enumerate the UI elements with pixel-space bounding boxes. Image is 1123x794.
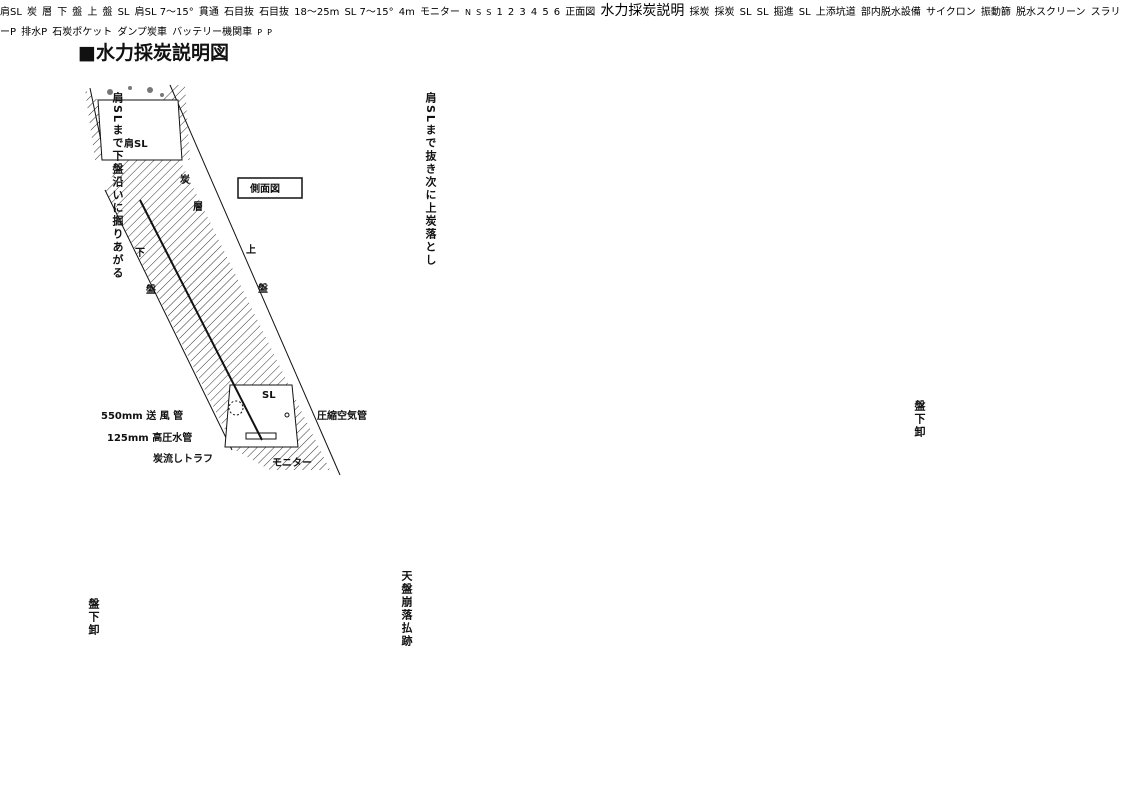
seam-label-1: 炭 xyxy=(180,173,190,186)
front-top-drift-label: 肩SL 7〜15° xyxy=(134,7,194,18)
incline-label-flow: 盤下卸 xyxy=(913,400,926,439)
footwall-label-1: 下 xyxy=(135,247,145,259)
footwall-label-r1: 下 xyxy=(57,7,68,18)
front-view-label: 正面図 xyxy=(565,7,596,18)
dewatering-title: 部内脱水設備 xyxy=(860,7,921,18)
south-label-top: S xyxy=(476,8,482,17)
mining-right-label: 採炭 xyxy=(714,7,735,18)
slice-6: 6 xyxy=(553,7,561,18)
high-pressure-pipe-label: 125mm 高圧水管 xyxy=(107,431,192,444)
dewatering-screen-label: 脱水スクリーン xyxy=(1015,7,1086,18)
crosscut-top-label: 石目抜 xyxy=(223,7,254,18)
slice-5: 5 xyxy=(542,7,549,18)
hangingwall-label-r1: 上 xyxy=(87,7,98,18)
incline-label-front: 盤下卸 xyxy=(87,598,100,637)
locomotive-label: バッテリー機関車 xyxy=(172,27,253,38)
note-right-vertical: 肩SLまで抜き次に上炭落とし xyxy=(424,92,437,267)
seam-label-r1: 炭 xyxy=(27,7,38,18)
sl-right-label: SL xyxy=(756,7,769,18)
south-label-bottom: S xyxy=(486,8,492,17)
compressed-air-pipe-label: 圧縮空気管 xyxy=(317,409,367,422)
monitor-label-side: モニター xyxy=(272,457,312,469)
sl-left-label: SL xyxy=(739,7,752,18)
footwall-label-2: 盤 xyxy=(145,283,157,296)
breakthrough-label: 貫通 xyxy=(198,7,219,18)
footwall-label-r2: 盤 xyxy=(72,7,83,18)
hangingwall-label-2: 盤 xyxy=(257,282,269,295)
slice-2: 2 xyxy=(507,7,515,18)
flow-title: 水力採炭説明 xyxy=(600,3,685,19)
side-view-label: 側面図 xyxy=(249,182,280,195)
hangingwall-label-1: 上 xyxy=(246,243,256,256)
sl-dev-label: SL xyxy=(798,7,811,18)
note-left-vertical: 肩SLまで下盤沿いに掘りあがる xyxy=(111,92,124,280)
drain-pump-symbol: P xyxy=(267,28,272,37)
collapse-label: 天盤崩落払跡 xyxy=(400,570,413,648)
ventilation-pipe-label: 550mm 送 風 管 xyxy=(101,409,183,422)
height-label: 18〜25m xyxy=(294,7,340,18)
mining-left-label: 採炭 xyxy=(689,7,710,18)
seam-label-2: 層 xyxy=(193,201,203,213)
trough-label: 炭流しトラフ xyxy=(153,452,213,465)
monitor-label-front: モニター xyxy=(419,7,460,18)
slurry-pump-symbol: P xyxy=(257,28,263,37)
side-view-label-box xyxy=(237,177,303,199)
page-title: ■水力採炭説明図 xyxy=(78,42,229,64)
vibrating-screen-label: 振動篩 xyxy=(980,7,1011,18)
slurry-pump-label: スラリーP xyxy=(0,7,1121,38)
top-drift-label-right: 肩SL xyxy=(0,7,22,18)
drain-pump-label: 排水P xyxy=(21,27,48,38)
bottom-drift-label-front: SL 7〜15° xyxy=(344,7,394,18)
coal-pocket-label: 石炭ポケット xyxy=(52,27,113,38)
seam-label-r2: 層 xyxy=(42,7,53,18)
front-view-label-box: 正面図 水力採炭説明 採炭 採炭 SL SL 掘進 xyxy=(0,0,1121,648)
crosscut-bottom-label: 石目抜 xyxy=(259,7,290,18)
bottom-drift-label-left: SL xyxy=(262,390,276,401)
upper-gallery-label: 上添坑道 xyxy=(815,7,856,18)
slice-3: 3 xyxy=(519,7,526,18)
development-label: 掘進 xyxy=(773,7,794,18)
top-drift-label-left: 肩SL xyxy=(124,137,148,150)
slice-4: 4 xyxy=(530,7,538,18)
slice-1: 1 xyxy=(496,7,503,18)
width-label: 4m xyxy=(398,7,415,18)
side-view-left xyxy=(85,84,341,476)
cyclone-label: サイクロン xyxy=(925,7,976,18)
hangingwall-label-r2: 盤 xyxy=(102,7,113,18)
north-label: N xyxy=(465,8,472,17)
bottom-drift-label-right: SL xyxy=(117,7,130,18)
dump-cars-label: ダンプ炭車 xyxy=(117,27,168,38)
